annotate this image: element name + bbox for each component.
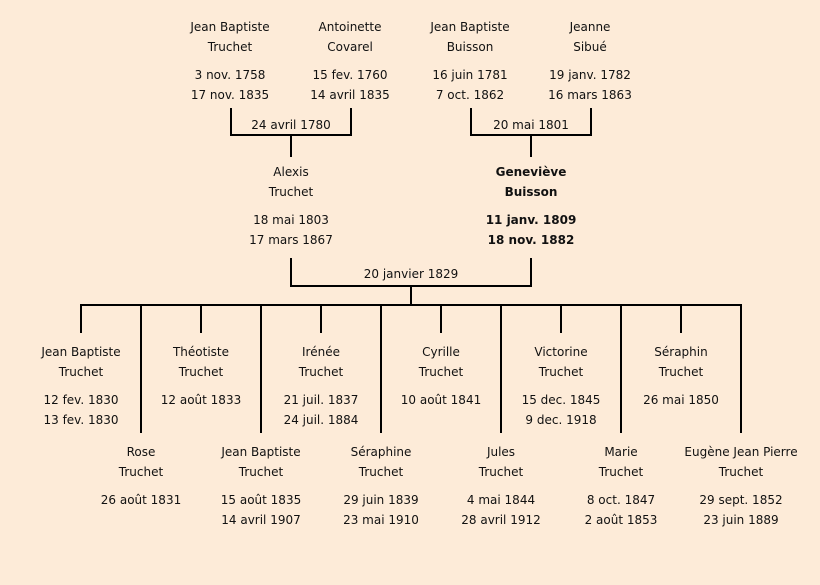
birth-date: 8 oct. 1847 (586, 493, 656, 507)
birth-date: 10 août 1841 (400, 393, 482, 407)
last-name: Truchet (718, 465, 764, 479)
birth-date: 15 août 1835 (220, 493, 302, 507)
first-name: Jeanne (569, 20, 611, 34)
birth-date: 15 fev. 1760 (312, 68, 388, 82)
death-date: 17 mars 1867 (249, 233, 333, 247)
first-name: Jules (486, 445, 516, 459)
last-name: Truchet (658, 365, 704, 379)
marriage-date: 24 avril 1780 (251, 118, 331, 132)
death-date: 23 mai 1910 (343, 513, 419, 527)
first-name: Marie (604, 445, 638, 459)
birth-date: 4 mai 1844 (466, 493, 536, 507)
last-name: Truchet (178, 365, 224, 379)
death-date: 23 juin 1889 (703, 513, 779, 527)
last-name: Truchet (268, 185, 314, 199)
first-name: Rose (126, 445, 156, 459)
last-name: Truchet (478, 465, 524, 479)
death-date: 14 avril 1907 (221, 513, 301, 527)
first-name: Victorine (534, 345, 588, 359)
marriage-date: 20 mai 1801 (493, 118, 569, 132)
last-name: Truchet (598, 465, 644, 479)
last-name: Covarel (327, 40, 373, 54)
first-name: Théotiste (172, 345, 230, 359)
birth-date: 26 août 1831 (100, 493, 182, 507)
parents-connector (290, 258, 532, 305)
death-date: 16 mars 1863 (548, 88, 632, 102)
first-name: Jean Baptiste (221, 445, 301, 459)
first-name: Irénée (302, 345, 340, 359)
last-name: Buisson (446, 40, 494, 54)
birth-date: 12 fev. 1830 (43, 393, 119, 407)
first-name: Séraphine (350, 445, 412, 459)
last-name: Truchet (358, 465, 404, 479)
grandparents-1-connector (230, 108, 352, 157)
last-name: Truchet (207, 40, 253, 54)
birth-date: 21 juil. 1837 (283, 393, 359, 407)
grandparents-2-connector (470, 108, 592, 157)
death-date: 18 nov. 1882 (487, 233, 575, 247)
first-name: Jean Baptiste (41, 345, 121, 359)
death-date: 9 dec. 1918 (525, 413, 597, 427)
death-date: 17 nov. 1835 (190, 88, 270, 102)
first-name: Séraphin (654, 345, 708, 359)
birth-date: 19 janv. 1782 (549, 68, 631, 82)
death-date: 14 avril 1835 (310, 88, 390, 102)
birth-date: 29 juin 1839 (343, 493, 419, 507)
last-name: Truchet (418, 365, 464, 379)
birth-date: 18 mai 1803 (253, 213, 329, 227)
birth-date: 11 janv. 1809 (485, 213, 577, 227)
birth-date: 29 sept. 1852 (699, 493, 783, 507)
first-name: Jean Baptiste (190, 20, 270, 34)
death-date: 13 fev. 1830 (43, 413, 119, 427)
last-name: Truchet (538, 365, 584, 379)
first-name: Geneviève (495, 165, 567, 179)
last-name: Truchet (238, 465, 284, 479)
birth-date: 3 nov. 1758 (194, 68, 266, 82)
marriage-date: 20 janvier 1829 (363, 267, 459, 281)
death-date: 7 oct. 1862 (435, 88, 505, 102)
last-name: Truchet (118, 465, 164, 479)
last-name: Sibué (573, 40, 607, 54)
death-date (596, 410, 766, 430)
birth-date: 12 août 1833 (160, 393, 242, 407)
first-name: Antoinette (318, 20, 382, 34)
last-name: Truchet (298, 365, 344, 379)
death-date: 24 juil. 1884 (283, 413, 359, 427)
birth-date: 15 dec. 1845 (521, 393, 601, 407)
last-name: Truchet (58, 365, 104, 379)
birth-date: 16 juin 1781 (432, 68, 508, 82)
first-name: Jean Baptiste (430, 20, 510, 34)
birth-date: 26 mai 1850 (643, 393, 719, 407)
death-date: 2 août 1853 (584, 513, 658, 527)
first-name: Alexis (273, 165, 309, 179)
death-date: 28 avril 1912 (461, 513, 541, 527)
last-name: Buisson (504, 185, 558, 199)
first-name: Cyrille (422, 345, 460, 359)
first-name: Eugène Jean Pierre (684, 445, 798, 459)
